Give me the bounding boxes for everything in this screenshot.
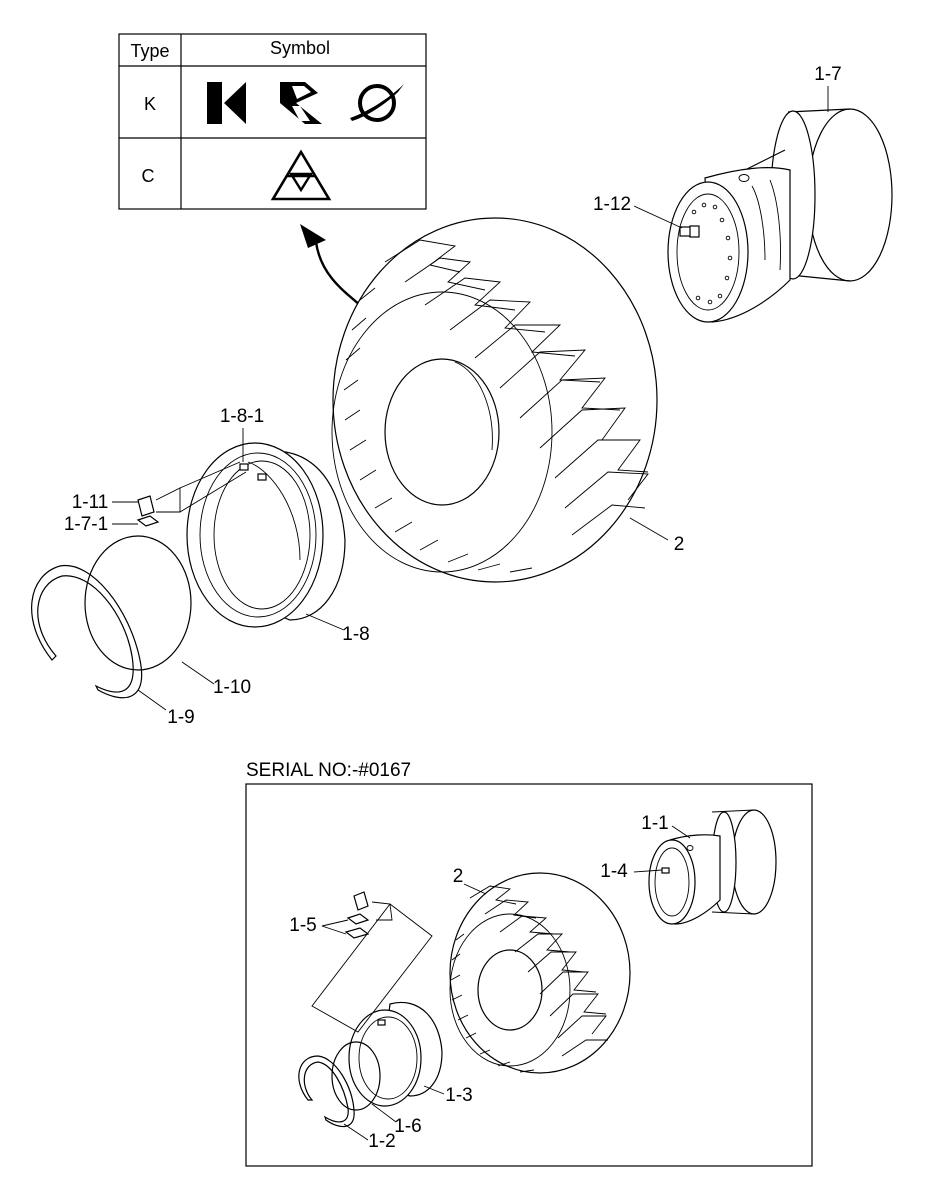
lock-parts-1-5 bbox=[311, 891, 433, 1033]
label-2: 2 bbox=[674, 534, 685, 555]
serial-section-frame bbox=[245, 783, 813, 1167]
label-2-serial: 2 bbox=[453, 866, 464, 887]
label-1-7: 1-7 bbox=[814, 64, 841, 85]
label-1-7-1: 1-7-1 bbox=[64, 514, 108, 535]
k-brand-logo-1-icon bbox=[207, 82, 246, 124]
label-1-10: 1-10 bbox=[213, 677, 251, 698]
label-1-2: 1-2 bbox=[368, 1131, 395, 1152]
o-ring-1-6 bbox=[331, 1041, 381, 1111]
rim-1-7 bbox=[667, 108, 893, 323]
label-1-8-1: 1-8-1 bbox=[220, 406, 264, 427]
legend-type-k: K bbox=[144, 94, 156, 114]
lock-ring-1-2 bbox=[298, 1055, 355, 1128]
label-1-4: 1-4 bbox=[600, 861, 628, 882]
tire-2-serial bbox=[449, 872, 631, 1074]
tire-2 bbox=[331, 217, 658, 583]
k-brand-logo-2-icon bbox=[280, 82, 322, 124]
symbol-legend-table: Type Symbol K C bbox=[118, 33, 427, 210]
lock-parts-1-11 bbox=[136, 461, 247, 527]
label-1-3: 1-3 bbox=[445, 1085, 472, 1106]
o-ring-1-10 bbox=[84, 535, 192, 671]
label-1-6: 1-6 bbox=[394, 1116, 421, 1137]
lock-ring-1-9 bbox=[31, 564, 143, 699]
label-1-12: 1-12 bbox=[593, 194, 631, 215]
serial-callouts: 1-1 1-4 2 1-5 1-3 1-6 1-2 bbox=[289, 813, 691, 1152]
flange-1-3 bbox=[348, 1001, 443, 1107]
flange-1-8 bbox=[186, 442, 346, 628]
label-1-8: 1-8 bbox=[342, 624, 369, 645]
label-1-9: 1-9 bbox=[167, 707, 194, 728]
legend-header-symbol: Symbol bbox=[270, 38, 330, 58]
label-1-5: 1-5 bbox=[289, 915, 316, 936]
legend-type-c: C bbox=[142, 166, 155, 186]
rim-bolt-holes bbox=[691, 202, 733, 305]
tire-tread bbox=[343, 239, 649, 573]
serial-section-title: SERIAL NO:-#0167 bbox=[246, 760, 411, 781]
legend-header-type: Type bbox=[130, 41, 169, 61]
label-1-1: 1-1 bbox=[641, 813, 668, 834]
k-brand-logo-3-icon bbox=[350, 84, 404, 122]
rim-valve-1-12 bbox=[679, 225, 700, 238]
rim-1-1 bbox=[648, 809, 777, 925]
upper-callouts: 1-7 1-12 1-8-1 1-11 1-7-1 2 1-8 1-10 1-9 bbox=[64, 64, 842, 728]
label-1-11: 1-11 bbox=[72, 492, 109, 513]
c-triangle-logo-icon bbox=[270, 149, 332, 201]
